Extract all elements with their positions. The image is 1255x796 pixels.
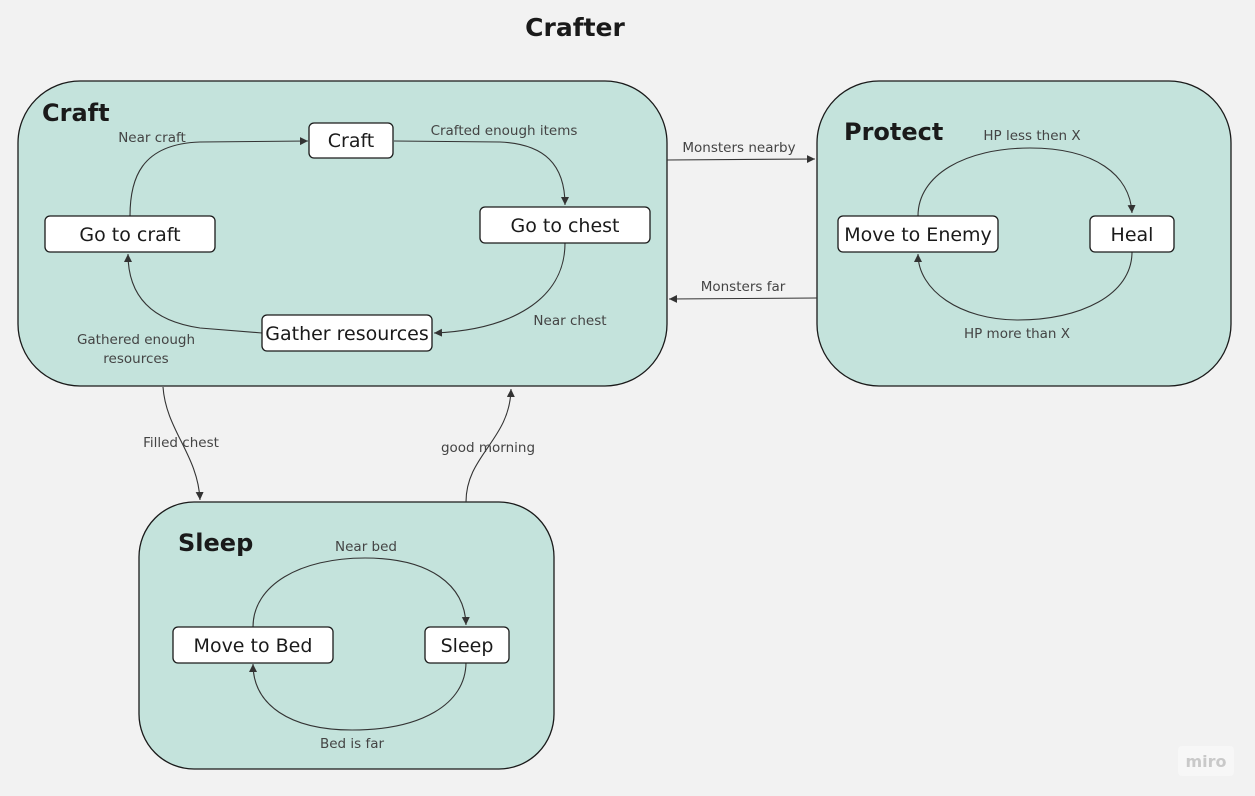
state-move-to-enemy-label: Move to Enemy [844, 224, 992, 246]
protect-group-title: Protect [844, 118, 943, 146]
diagram-title: Crafter [525, 13, 625, 42]
edge-near-chest [433, 242, 566, 337]
edge-monsters-nearby [666, 155, 816, 164]
state-go-to-craft-label: Go to craft [79, 224, 180, 246]
state-go-to-chest-label: Go to chest [510, 215, 619, 237]
edge-gathered-enough [124, 253, 263, 334]
state-heal-label: Heal [1111, 224, 1154, 246]
miro-watermark: miro [1185, 752, 1226, 771]
label-monsters-nearby: Monsters nearby [682, 140, 795, 156]
craft-group-box [17, 80, 668, 387]
label-crafted-enough: Crafted enough items [431, 123, 578, 139]
label-bed-is-far: Bed is far [320, 736, 385, 752]
label-hp-more: HP more than X [964, 326, 1070, 342]
state-craft-label: Craft [328, 130, 375, 152]
label-near-chest: Near chest [533, 313, 606, 329]
edge-crafted-enough [393, 140, 569, 206]
sleep-group-box [138, 501, 555, 770]
edge-filled-chest [162, 386, 204, 501]
state-craft: Craft [308, 122, 394, 159]
edge-near-bed [252, 557, 470, 628]
label-good-morning: good morning [441, 440, 535, 456]
edge-hp-less [917, 147, 1136, 217]
edge-hp-more [914, 251, 1133, 321]
protect-group-box [816, 80, 1232, 387]
edge-bed-is-far [249, 661, 467, 731]
state-gather-resources-label: Gather resources [265, 323, 428, 345]
label-gathered-enough-line1: Gathered enough [77, 332, 195, 348]
edge-monsters-far [668, 294, 818, 303]
label-gathered-enough-line2: resources [103, 351, 168, 367]
state-go-to-craft: Go to craft [44, 215, 216, 253]
watermark-badge [1178, 746, 1234, 776]
sleep-group-title: Sleep [178, 529, 253, 557]
state-move-to-bed-label: Move to Bed [194, 635, 313, 657]
state-sleep-label: Sleep [441, 635, 494, 657]
label-near-bed: Near bed [335, 539, 397, 555]
state-heal: Heal [1089, 215, 1175, 253]
state-move-to-bed: Move to Bed [172, 626, 334, 664]
state-gather-resources: Gather resources [261, 314, 433, 352]
edge-near-craft [129, 137, 309, 217]
craft-group-title: Craft [42, 99, 110, 127]
state-move-to-enemy: Move to Enemy [837, 215, 999, 253]
edge-good-morning [465, 388, 515, 503]
label-hp-less: HP less then X [983, 128, 1080, 144]
label-filled-chest: Filled chest [143, 435, 219, 451]
state-go-to-chest: Go to chest [479, 206, 651, 244]
label-monsters-far: Monsters far [701, 279, 786, 295]
label-near-craft: Near craft [118, 130, 186, 146]
state-sleep: Sleep [424, 626, 510, 664]
